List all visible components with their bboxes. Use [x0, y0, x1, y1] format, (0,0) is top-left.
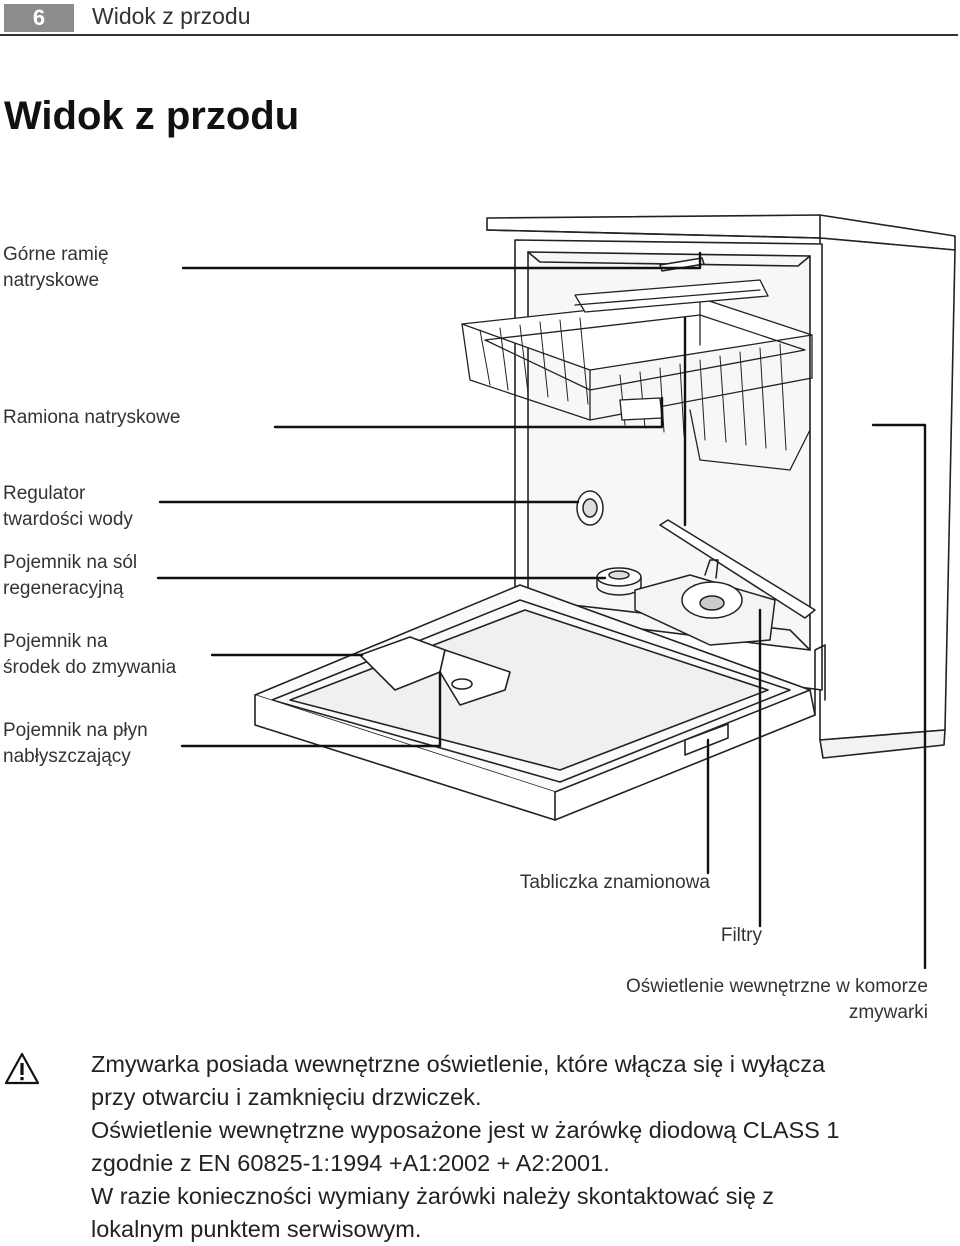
salt-container-cap: [596, 567, 642, 596]
label-line: Pojemnik na sól: [3, 552, 138, 573]
label-line: nabłyszczający: [3, 746, 131, 767]
rinse-aid-dispenser: [439, 649, 511, 706]
label-water-softener: Regulator twardości wody: [3, 481, 133, 533]
label-interior-light: Oświetlenie wewnętrzne w komorze zmywark…: [626, 974, 928, 1026]
label-detergent-dispenser: Pojemnik na środek do zmywania: [3, 629, 176, 681]
label-line: Ramiona natryskowe: [3, 407, 181, 428]
water-softener-dial: [576, 490, 604, 526]
label-salt-container: Pojemnik na sól regeneracyjną: [3, 550, 137, 602]
label-line: środek do zmywania: [3, 657, 177, 678]
lower-spray-arm: [634, 519, 816, 646]
label-rinse-aid-dispenser: Pojemnik na płyn nabłyszczający: [3, 718, 148, 770]
section-title: Widok z przodu: [92, 3, 251, 29]
label-filters: Filtry: [720, 925, 762, 946]
label-line: Pojemnik na: [3, 631, 108, 652]
leader-lines: [156, 251, 927, 970]
upper-basket: [461, 279, 813, 471]
label-line: Regulator: [3, 483, 86, 504]
label-line: Górne ramię: [3, 244, 109, 265]
label-upper-spray-arm: Górne ramię natryskowe: [3, 242, 109, 294]
label-line: twardości wody: [3, 509, 133, 530]
notice-line: Zmywarka posiada wewnętrzne oświetlenie,…: [91, 1051, 826, 1077]
warning-triangle-icon: [4, 1052, 40, 1085]
label-rating-plate: Tabliczka znamionowa: [519, 872, 710, 893]
notice-line: Oświetlenie wewnętrzne wyposażone jest w…: [91, 1117, 840, 1143]
notice-line: lokalnym punktem serwisowym.: [91, 1216, 422, 1242]
label-line: natryskowe: [3, 270, 100, 291]
interior-light-notice: Zmywarka posiada wewnętrzne oświetlenie,…: [91, 1048, 951, 1246]
page-header: 6 Widok z przodu: [0, 0, 960, 36]
label-line: zmywarki: [848, 1002, 928, 1023]
header-rule: [0, 34, 958, 36]
open-door: [254, 584, 826, 821]
notice-line: przy otwarciu i zamknięciu drzwiczek.: [91, 1084, 482, 1110]
page-number: 6: [4, 4, 74, 32]
notice-line: zgodnie z EN 60825-1:1994 +A1:2002 + A2:…: [91, 1150, 610, 1176]
notice-line: W razie konieczności wymiany żarówki nal…: [91, 1183, 775, 1209]
rating-plate-outline: [684, 723, 729, 756]
label-spray-arms: Ramiona natryskowe: [3, 405, 180, 431]
label-line: Oświetlenie wewnętrzne w komorze: [625, 976, 928, 997]
page-title: Widok z przodu: [4, 94, 300, 138]
cabinet: [486, 214, 956, 759]
label-line: regeneracyjną: [3, 578, 124, 599]
label-line: Pojemnik na płyn: [3, 720, 148, 741]
